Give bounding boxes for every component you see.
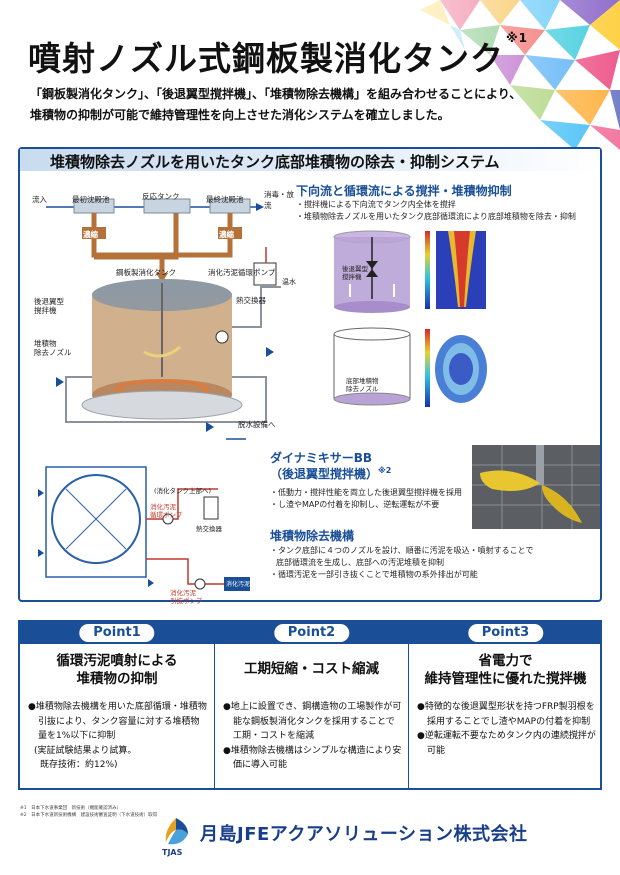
plan-label-sludge: 消化汚泥 — [226, 581, 251, 588]
point-1-tab: Point1 — [79, 624, 155, 642]
point-2: Point2 工期短縮・コスト縮減 ●地上に設置でき、鋼構造物の工場製作が可能な… — [214, 622, 408, 788]
removal-bullet-1: ・タンク底部に４つのノズルを設け、順番に汚泥を吸込・噴射することで — [270, 546, 534, 555]
company-name: 月島JFEアクアソリューション株式会社 — [200, 824, 528, 845]
point-2-tab: Point2 — [273, 624, 350, 642]
label-reaction-tank: 反応タンク — [142, 192, 180, 201]
label-discharge: 消毒・放流 — [264, 190, 294, 210]
label-circ-pump: 消化汚泥循環ポンプ — [208, 268, 276, 277]
system-section-title: 堆積物除去ノズルを用いたタンク底部堆積物の除去・抑制システム — [50, 153, 500, 171]
point-1-heading: 循環汚泥噴射による堆積物の抑制 — [56, 653, 178, 687]
plan-label-to-top: (消化タンク上部へ) — [154, 487, 212, 495]
company-logo-icon — [165, 818, 188, 845]
downflow-bullet-2: ・堆積物除去ノズルを用いたタンク底部循環流により底部堆積物を除去・抑制 — [296, 212, 576, 221]
label-hot-water: 温水 — [282, 278, 296, 286]
point-3: Point3 省電力で維持管理性に優れた撹拌機 ●特徴的な後退翼型形状を持つFR… — [408, 622, 602, 788]
label-heat-exchanger: 熱交換器 — [236, 296, 266, 305]
simulation-figure — [333, 230, 487, 407]
point-1: Point1 循環汚泥噴射による堆積物の抑制 ●堆積物除去機構を用いた底部循環・… — [20, 622, 214, 788]
mixer-title-1: ダイナミキサーBB — [270, 451, 373, 465]
label-tank: 鋼板製消化タンク — [116, 268, 176, 277]
plan-label-circ-pump: 消化汚泥 循環ポンプ — [150, 503, 183, 519]
intro-text: 「鋼板製消化タンク」、「後退翼型撹拌機」、「堆積物除去機構」を組み合わせることに… — [30, 84, 590, 126]
mosaic-decoration — [290, 0, 620, 150]
point-1-band: Point1 — [20, 622, 214, 644]
intro-line-1: 「鋼板製消化タンク」、「後退翼型撹拌機」、「堆積物除去機構」を組み合わせることに… — [30, 87, 522, 101]
label-first-clarifier: 最初沈殿池 — [72, 195, 110, 204]
process-flow-diagram — [46, 198, 281, 440]
point-3-tab: Point3 — [467, 624, 544, 642]
point-1-body: ●堆積物除去機構を用いた底部循環・堆積物引抜により、タンク容量に対する堆積物量を… — [28, 702, 207, 770]
footnote-1: ※1 日本下水道事業団 新技術（機能確認済み） — [20, 806, 122, 811]
sim-label-nozzle: 底部堆積物 除去ノズル — [346, 377, 379, 393]
points-section: Point1 循環汚泥噴射による堆積物の抑制 ●堆積物除去機構を用いた底部循環・… — [18, 620, 602, 790]
removal-bullet-3: ・循環汚泥を一部引き抜くことで堆積物の系外排出が可能 — [270, 570, 478, 579]
label-thicken-left: 濃縮 — [83, 230, 98, 239]
mixer-title-2: （後退翼型撹拌機）※2 — [270, 466, 392, 481]
label-thicken-right: 濃縮 — [219, 230, 234, 239]
logo-text: TJAS — [162, 848, 183, 857]
label-agitator: 後退翼型 撹拌機 — [34, 297, 64, 315]
footnote-2: ※2 日本下水道新技術機構 建設技術審査証明（下水道技術）取得 — [20, 813, 158, 818]
point-3-heading: 省電力で維持管理性に優れた撹拌機 — [424, 653, 587, 687]
label-final-clarifier: 最終沈殿池 — [206, 195, 244, 204]
system-section: 堆積物除去ノズルを用いたタンク底部堆積物の除去・抑制システム — [18, 147, 602, 605]
footnotes: ※1 日本下水道事業団 新技術（機能確認済み） ※2 日本下水道新技術機構 建設… — [20, 805, 157, 819]
mixer-footnote-mark: ※2 — [378, 466, 392, 475]
point-3-band: Point3 — [409, 622, 602, 644]
removal-title: 堆積物除去機構 — [270, 529, 355, 543]
point-2-body: ●地上に設置でき、鋼構造物の工場製作が可能な鋼板製消化タンクを採用することで工期… — [223, 702, 402, 770]
mixer-bullet-1: ・低動力・撹拌性能を両立した後退翼型撹拌機を採用 — [270, 488, 462, 497]
plan-label-draw-pump: 消化汚泥 引抜ポンプ — [170, 589, 203, 605]
downflow-title: 下向流と循環流による撹拌・堆積物抑制 — [296, 184, 512, 198]
label-dewater: 脱水設備へ — [238, 420, 276, 429]
system-section-header: 堆積物除去ノズルを用いたタンク底部堆積物の除去・抑制システム — [20, 149, 600, 171]
page-title: 噴射ノズル式鋼板製消化タンク※1 — [28, 31, 529, 78]
downflow-bullet-1: ・撹拌機による下向流でタンク内全体を撹拌 — [296, 200, 456, 209]
sim-label-agitator: 後退翼型 撹拌機 — [342, 265, 368, 281]
point-2-band: Point2 — [215, 622, 408, 644]
title-footnote-mark: ※1 — [506, 31, 529, 45]
intro-line-2: 堆積物の抑制が可能で維持管理性を向上させた消化システムを確立しました。 — [30, 108, 450, 122]
label-nozzle: 堆積物 除去ノズル — [34, 339, 72, 357]
mixer-bullet-2: ・し渣やMAPの付着を抑制し、逆転運転が不要 — [270, 500, 440, 509]
plan-diagram — [38, 466, 250, 591]
label-inflow: 流入 — [32, 195, 47, 204]
mixer-photo — [472, 445, 600, 529]
plan-label-heat-exchanger: 熱交換器 — [196, 525, 222, 533]
removal-bullet-2: 底部循環流を生成し、底部への汚泥堆積を抑制 — [276, 558, 444, 567]
point-3-body: ●特徴的な後退翼型形状を持つFRP製羽根を採用することでし渣やMAPの付着を抑制… — [417, 702, 596, 756]
point-2-heading: 工期短縮・コスト縮減 — [244, 661, 379, 677]
